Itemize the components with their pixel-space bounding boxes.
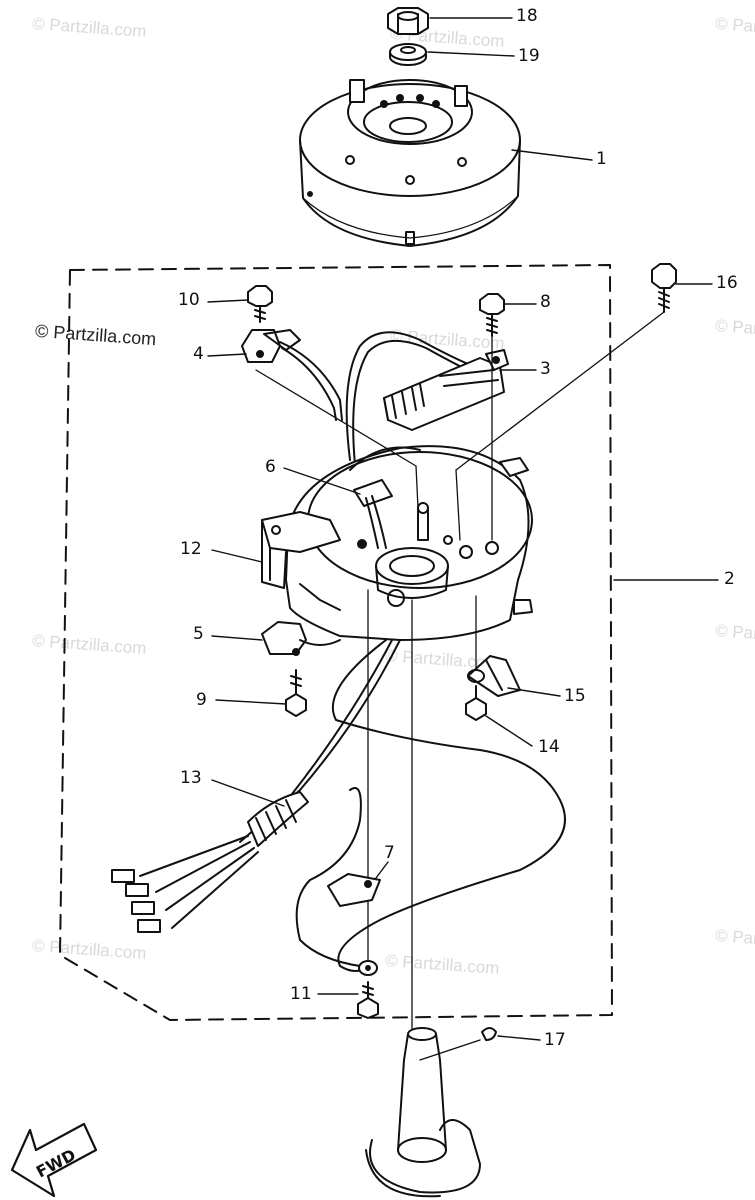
- wire: [352, 339, 489, 466]
- callout-10: 10: [178, 290, 200, 310]
- screw-part-14: [465, 685, 487, 721]
- stator-base-plate-part-12: [261, 445, 533, 641]
- guide-line: [255, 369, 417, 467]
- ground-ring-hole: [365, 965, 371, 971]
- callout-9: 9: [196, 690, 207, 710]
- callout-11: 11: [290, 984, 312, 1004]
- screw-part-9: [285, 669, 307, 717]
- guide-line: [415, 465, 419, 509]
- leader-line: [419, 1039, 481, 1061]
- callout-19: 19: [518, 46, 540, 66]
- flywheel-part-1: [299, 79, 521, 247]
- leader-line: [207, 353, 247, 357]
- leader-line: [485, 715, 533, 747]
- bolt-part-16: [651, 263, 677, 313]
- guide-line: [455, 469, 461, 541]
- callout-6: 6: [265, 457, 276, 477]
- callout-14: 14: [538, 737, 560, 757]
- crankshaft: [365, 1027, 481, 1198]
- callout-13: 13: [180, 768, 202, 788]
- washer-part-19: [389, 43, 427, 66]
- callout-5: 5: [193, 624, 204, 644]
- leader-line: [283, 467, 361, 495]
- callout-18: 18: [516, 6, 538, 26]
- callout-3: 3: [540, 359, 551, 379]
- leader-line: [497, 1035, 541, 1041]
- callout-4: 4: [193, 344, 204, 364]
- leader-line: [215, 699, 287, 705]
- leader-line: [507, 687, 561, 697]
- callout-12: 12: [180, 539, 202, 559]
- leader-line: [211, 779, 285, 807]
- terminal-part-7: [327, 873, 381, 907]
- key-part-17: [481, 1027, 497, 1041]
- callout-2: 2: [724, 569, 735, 589]
- leader-line: [427, 51, 515, 57]
- leader-line: [211, 549, 263, 563]
- wire: [345, 331, 489, 461]
- callout-1: 1: [596, 149, 607, 169]
- callout-15: 15: [564, 686, 586, 706]
- nut-part-18: [387, 7, 429, 35]
- leader-line: [511, 149, 593, 161]
- charge-coil-part-3: [383, 349, 509, 431]
- screw-part-8: [479, 293, 505, 337]
- clamp-part-5: [261, 621, 341, 656]
- fwd-arrow-icon: FWD: [10, 1122, 98, 1198]
- wire-harness-part-13: [111, 639, 566, 972]
- screw-part-10: [247, 285, 273, 323]
- clamp-part-15: [467, 655, 521, 697]
- grommet-part-6: [353, 479, 393, 549]
- screw-part-11: [357, 981, 379, 1019]
- assembly-boundary: [59, 264, 613, 1021]
- callout-8: 8: [540, 292, 551, 312]
- guide-line: [455, 311, 665, 471]
- leader-line: [211, 635, 263, 641]
- callout-16: 16: [716, 273, 738, 293]
- leader-line: [207, 299, 249, 303]
- callout-7: 7: [384, 843, 395, 863]
- pulser-coil-part-4: [241, 329, 343, 421]
- leader-line: [375, 861, 389, 879]
- callout-17: 17: [544, 1030, 566, 1050]
